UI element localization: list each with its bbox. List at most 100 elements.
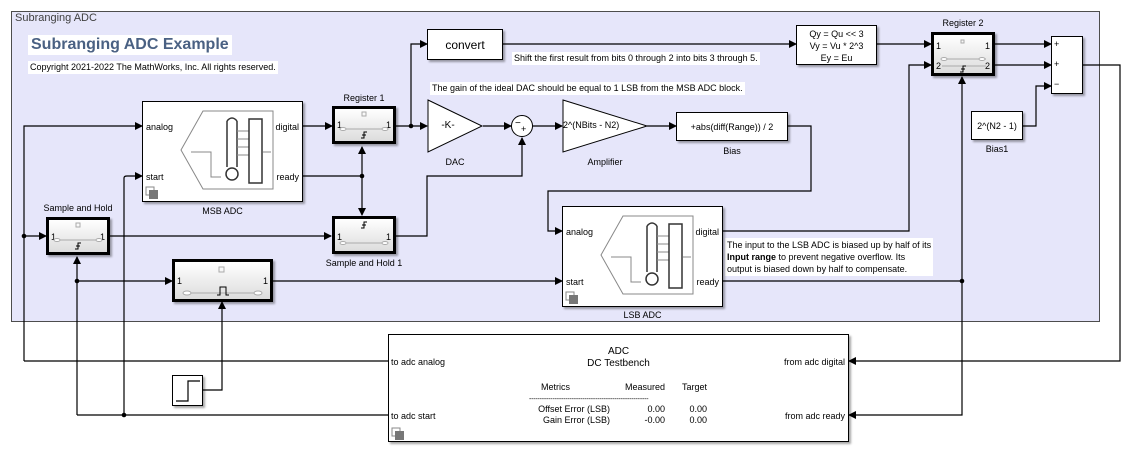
subsystem-link-icon — [391, 427, 404, 440]
note-shift: Shift the first result from bits 0 throu… — [512, 52, 760, 65]
sample-hold-port-in: 1 — [51, 232, 57, 242]
pulse-icon — [182, 266, 263, 296]
amplifier-label: Amplifier — [587, 157, 623, 167]
wire-ready-to-testbench — [848, 281, 963, 419]
bias1-label: Bias1 — [985, 144, 1009, 154]
rising-edge-icon — [339, 111, 389, 139]
wire-lsb-digital-to-reg2 — [722, 61, 932, 232]
amplifier-gain-value: 2^(NBits - N2) — [563, 120, 620, 130]
convert-block[interactable]: convert — [427, 29, 503, 60]
bit-shift-block[interactable]: Qy = Qu << 3 Vy = Vu * 2^3 Ey = Eu — [796, 25, 877, 65]
metrics-row-measured: -0.00 — [644, 415, 665, 425]
metrics-row-target: 0.00 — [689, 404, 707, 414]
wire-bias1-to-sum2 — [1022, 82, 1052, 127]
wire-sh1-to-sum — [396, 137, 526, 237]
msb-adc-port-analog: analog — [146, 122, 174, 132]
area-title: Subranging ADC — [15, 12, 97, 24]
metrics-header: Metrics Measured Target — [529, 382, 707, 394]
dac-gain-block[interactable] — [427, 99, 487, 154]
bit-shift-line3: Ey = Eu — [820, 53, 853, 63]
wire-step-to-pulse — [203, 301, 226, 391]
triggered-delay-port-in: 1 — [177, 276, 183, 286]
msb-adc-label: MSB ADC — [202, 206, 243, 216]
wire-sum2-to-testbench — [848, 64, 1121, 365]
register2-port-out1: 1 — [984, 41, 990, 51]
metrics-row: Gain Error (LSB) -0.00 0.00 — [529, 415, 707, 426]
sum1-sign-minus: − — [515, 118, 521, 129]
testbench-title: ADC DC Testbench — [389, 346, 848, 370]
register2-port-out2: 2 — [984, 61, 990, 71]
bit-shift-line2: Vy = Vu * 2^3 — [809, 41, 864, 51]
msb-adc-port-start: start — [146, 172, 164, 182]
metrics-row-metric: Gain Error (LSB) — [542, 415, 610, 425]
sum2-block[interactable]: + + − — [1051, 36, 1083, 94]
bias1-block[interactable]: 2^(N2 - 1) — [971, 111, 1023, 140]
sample-hold1-label: Sample and Hold 1 — [325, 258, 403, 268]
step-source-block[interactable] — [172, 375, 203, 406]
testbench-port-analog: to adc analog — [391, 357, 446, 367]
sum2-sign-plus2: + — [1054, 59, 1060, 69]
note-lsb-bias-line1: The input to the LSB ADC is biased up by… — [727, 240, 932, 250]
lsb-adc-block[interactable]: analog start digital ready — [562, 206, 723, 307]
note-lsb-bias-line3: output is biased down by half to compens… — [727, 264, 908, 274]
dc-testbench-block[interactable]: ADC DC Testbench to adc analog to adc st… — [388, 334, 849, 442]
adc-thermometer-icon — [180, 110, 274, 190]
sample-hold1-port-in: 1 — [337, 232, 343, 242]
metrics-header-metric: Metrics — [541, 382, 570, 392]
note-lsb-bias: The input to the LSB ADC is biased up by… — [725, 238, 934, 276]
sample-hold-port-out: 1 — [99, 232, 105, 242]
metrics-header-measured: Measured — [624, 382, 665, 392]
note-lsb-bias-bold: Input range — [727, 252, 776, 262]
note-dac-gain: The gain of the ideal DAC should be equa… — [430, 82, 745, 95]
junction-analog — [21, 233, 27, 239]
wire-start-to-msb — [123, 172, 143, 415]
lsb-adc-port-analog: analog — [566, 227, 594, 237]
sample-hold1-block[interactable]: 1 1 — [332, 216, 396, 254]
triggered-delay-port-out: 1 — [262, 276, 268, 286]
register2-block[interactable]: 1 2 1 2 — [931, 32, 995, 76]
model-title: Subranging ADC Example — [28, 35, 232, 55]
lsb-adc-port-start: start — [566, 277, 584, 287]
metrics-divider: ----------------------------------------… — [529, 396, 649, 403]
register1-port-out: 1 — [385, 120, 391, 130]
register2-label: Register 2 — [942, 18, 984, 28]
subsystem-link-icon — [565, 291, 578, 304]
amplifier-block[interactable] — [562, 99, 652, 154]
register1-label: Register 1 — [343, 93, 385, 103]
msb-adc-block[interactable]: analog start digital ready — [142, 101, 303, 202]
junction-start-msb — [121, 412, 127, 418]
metrics-row-metric: Offset Error (LSB) — [538, 404, 610, 414]
sum1-block[interactable]: − + — [511, 115, 533, 137]
note-lsb-bias-line2: to prevent negative overflow. Its — [776, 252, 906, 262]
testbench-title1: ADC — [607, 346, 630, 357]
testbench-port-digital: from adc digital — [783, 357, 845, 367]
msb-adc-port-ready: ready — [276, 172, 299, 182]
metrics-row-target: 0.00 — [689, 415, 707, 425]
msb-adc-port-digital: digital — [275, 122, 299, 132]
rising-edge-icon — [940, 39, 986, 73]
sum2-sign-minus: − — [1054, 79, 1060, 89]
register2-port-in2: 2 — [936, 61, 942, 71]
bit-shift-line1: Qy = Qu << 3 — [809, 29, 864, 39]
wire-bias-to-lsb — [547, 125, 812, 235]
junction-start-pulse — [74, 278, 80, 284]
triggered-delay-block[interactable]: 1 1 — [172, 259, 273, 302]
junction-reg1-out — [408, 123, 414, 129]
testbench-port-ready: from adc ready — [784, 411, 845, 421]
sample-hold-block[interactable]: 1 1 — [46, 217, 110, 255]
sample-hold1-port-out: 1 — [385, 232, 391, 242]
dac-gain-value: -K- — [441, 120, 455, 131]
junction-lsb-ready — [959, 278, 965, 284]
metrics-row-measured: 0.00 — [647, 404, 665, 414]
bias-block[interactable]: +abs(diff(Range)) / 2 — [676, 112, 788, 141]
bias-label: Bias — [723, 146, 741, 156]
dac-label: DAC — [445, 157, 465, 167]
wire-analog-to-msb — [23, 122, 143, 361]
register2-port-in1: 1 — [936, 41, 942, 51]
metrics-row: Offset Error (LSB) 0.00 0.00 — [529, 404, 707, 415]
lsb-adc-port-digital: digital — [695, 227, 719, 237]
copyright-note: Copyright 2021-2022 The MathWorks, Inc. … — [28, 61, 278, 74]
register1-block[interactable]: 1 1 — [332, 106, 396, 144]
sample-hold-label: Sample and Hold — [43, 203, 113, 213]
